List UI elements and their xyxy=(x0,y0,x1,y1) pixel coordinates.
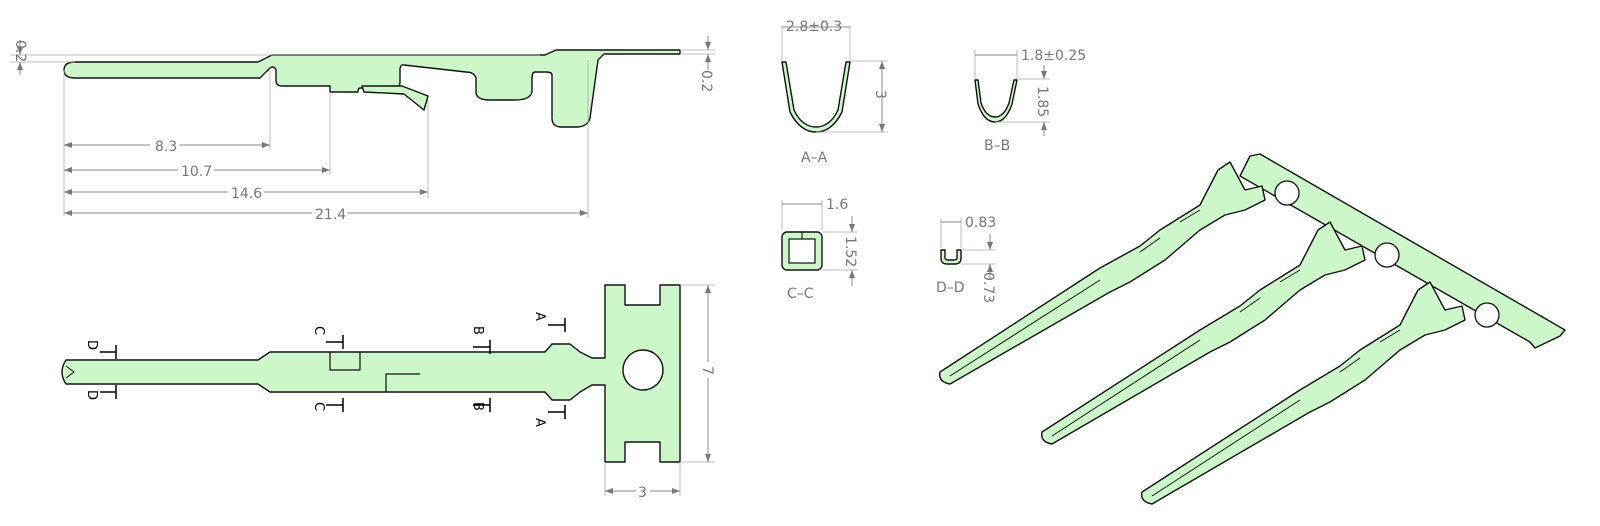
section-b-b: 1.8±0.25 1.85 B–B xyxy=(974,48,1086,154)
dim-thickness-right: 0.2 xyxy=(698,70,714,92)
dim-8-3: 8.3 xyxy=(155,139,177,155)
side-view: 0.2 0.2 8.3 10.7 14.6 21.4 xyxy=(10,36,715,223)
section-mark-d-top: D xyxy=(84,340,99,350)
section-mark-a-bottom: A xyxy=(532,418,547,427)
isometric-terminal xyxy=(939,161,1266,385)
section-label-b-b: B–B xyxy=(984,138,1010,154)
section-mark-c-bottom: C xyxy=(311,402,326,411)
top-view: 7 3 A A B B C C D D xyxy=(61,284,716,501)
section-mark-b-bottom: B xyxy=(470,402,485,411)
dim-dd-width: 0.83 xyxy=(965,215,996,231)
dim-dd-height: 0.73 xyxy=(980,272,996,303)
section-label-c-c: C–C xyxy=(787,286,814,302)
section-a-a: 2.8±0.3 3 A–A xyxy=(781,19,888,166)
section-mark-d-bottom: D xyxy=(84,390,99,400)
dim-cc-width: 1.6 xyxy=(826,197,848,213)
terminal-side-profile xyxy=(63,49,681,128)
dim-bb-width: 1.8±0.25 xyxy=(1021,48,1086,64)
pilot-hole xyxy=(622,349,664,391)
section-label-d-d: D–D xyxy=(936,280,965,296)
section-label-a-a: A–A xyxy=(801,150,828,166)
dim-14-6: 14.6 xyxy=(231,186,262,202)
dim-thickness-left: 0.2 xyxy=(12,40,28,62)
terminal-top-profile xyxy=(61,284,681,463)
dim-aa-height: 3 xyxy=(872,90,888,99)
section-mark-c-top: C xyxy=(311,326,326,335)
section-mark-a-top: A xyxy=(532,312,547,321)
isometric-terminal xyxy=(1141,281,1466,505)
section-c-c: 1.6 1.52 C–C xyxy=(781,197,858,302)
section-mark-b-top: B xyxy=(470,326,485,335)
locking-lance xyxy=(361,85,429,111)
dim-bb-height: 1.85 xyxy=(1034,86,1050,117)
dim-21-4: 21.4 xyxy=(315,207,346,223)
dim-10-7: 10.7 xyxy=(181,164,212,180)
isometric-terminal xyxy=(1041,221,1366,445)
isometric-view xyxy=(939,153,1566,505)
dim-width-3: 3 xyxy=(638,485,647,501)
dim-cc-height: 1.52 xyxy=(842,236,858,267)
dim-height-7: 7 xyxy=(699,366,715,375)
dim-aa-width: 2.8±0.3 xyxy=(786,19,842,35)
section-d-d: 0.83 0.73 D–D xyxy=(936,215,996,303)
